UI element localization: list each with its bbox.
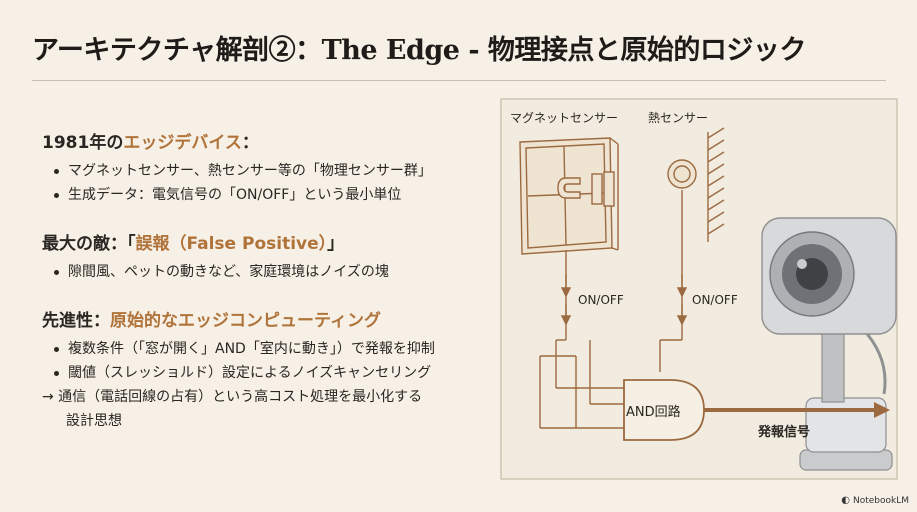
bullet-text: 閾値（スレッショルド）設定によるノイズキャンセリング bbox=[68, 365, 432, 381]
bullet-text: マグネットセンサー、熱センサー等の「物理センサー群」 bbox=[68, 163, 432, 179]
bullet-dot-icon bbox=[54, 371, 59, 376]
magnet-icon bbox=[557, 171, 615, 207]
conclusion-line: → 通信（電話回線の占有）という高コスト処理を最小化する 設計思想 bbox=[42, 385, 497, 433]
bullet-dot-icon bbox=[54, 169, 59, 174]
signal-wires bbox=[539, 190, 683, 429]
and-gate-label: AND回路 bbox=[626, 404, 681, 420]
heading-prefix: 1981年の bbox=[42, 133, 124, 153]
conclusion-text-1: → 通信（電話回線の占有）という高コスト処理を最小化する bbox=[42, 389, 423, 405]
heading-suffix: 」 bbox=[327, 234, 345, 254]
heading-prefix: 先進性： bbox=[42, 311, 110, 331]
section-heading: 1981年のエッジデバイス： bbox=[42, 128, 497, 153]
bullet-item: 隙間風、ペットの動きなど、家庭環境はノイズの塊 bbox=[42, 260, 497, 284]
output-arrow-icon bbox=[874, 402, 890, 418]
section-false-positive: 最大の敵：「誤報（False Positive）」 隙間風、ペットの動きなど、家… bbox=[42, 229, 497, 284]
content-list: 1981年のエッジデバイス： マグネットセンサー、熱センサー等の「物理センサー群… bbox=[42, 128, 497, 455]
heading-suffix: ： bbox=[241, 133, 259, 153]
bullet-item: マグネットセンサー、熱センサー等の「物理センサー群」 bbox=[42, 159, 497, 183]
bullet-text: 生成データ：電気信号の「ON/OFF」という最小単位 bbox=[68, 187, 402, 203]
output-signal-label: 発報信号 bbox=[757, 424, 810, 440]
notebooklm-badge: ◐ NotebookLM bbox=[841, 495, 909, 506]
section-edge-device: 1981年のエッジデバイス： マグネットセンサー、熱センサー等の「物理センサー群… bbox=[42, 128, 497, 207]
bullet-dot-icon bbox=[54, 193, 59, 198]
flow-arrows bbox=[560, 274, 688, 326]
title-divider bbox=[32, 80, 886, 81]
heat-sensor-label: 熱センサー bbox=[648, 111, 708, 125]
sensor-logic-diagram: マグネットセンサー 熱センサー bbox=[500, 98, 898, 480]
heading-prefix: 最大の敵：「 bbox=[42, 234, 136, 254]
section-edge-computing: 先進性：原始的なエッジコンピューティング 複数条件（「窓が開く」AND「室内に動… bbox=[42, 306, 497, 433]
bullet-dot-icon bbox=[54, 270, 59, 275]
conclusion-text-2: 設計思想 bbox=[66, 413, 122, 429]
onoff-label-left: ON/OFF bbox=[578, 293, 624, 307]
heading-accent: 原始的なエッジコンピューティング bbox=[110, 311, 381, 331]
bullet-text: 隙間風、ペットの動きなど、家庭環境はノイズの塊 bbox=[68, 264, 389, 280]
bullet-item: 複数条件（「窓が開く」AND「室内に動き」）で発報を抑制 bbox=[42, 337, 497, 361]
page-title: アーキテクチャ解剖②：The Edge - 物理接点と原始的ロジック bbox=[32, 35, 806, 66]
heat-sensor-icon bbox=[667, 127, 725, 242]
heading-accent: 誤報（False Positive） bbox=[135, 234, 328, 254]
section-heading: 最大の敵：「誤報（False Positive）」 bbox=[42, 229, 497, 254]
bullet-text: 複数条件（「窓が開く」AND「室内に動き」）で発報を抑制 bbox=[68, 341, 435, 357]
bullet-item: 生成データ：電気信号の「ON/OFF」という最小単位 bbox=[42, 183, 497, 207]
heading-accent: エッジデバイス bbox=[123, 133, 242, 153]
notebooklm-logo-icon: ◐ bbox=[841, 495, 850, 506]
section-heading: 先進性：原始的なエッジコンピューティング bbox=[42, 306, 497, 331]
and-gate-icon bbox=[623, 379, 705, 441]
onoff-label-right: ON/OFF bbox=[692, 293, 738, 307]
bullet-item: 閾値（スレッショルド）設定によるノイズキャンセリング bbox=[42, 361, 497, 385]
brand-name: NotebookLM bbox=[852, 495, 909, 506]
magnet-sensor-label: マグネットセンサー bbox=[510, 111, 618, 125]
bullet-dot-icon bbox=[54, 347, 59, 352]
